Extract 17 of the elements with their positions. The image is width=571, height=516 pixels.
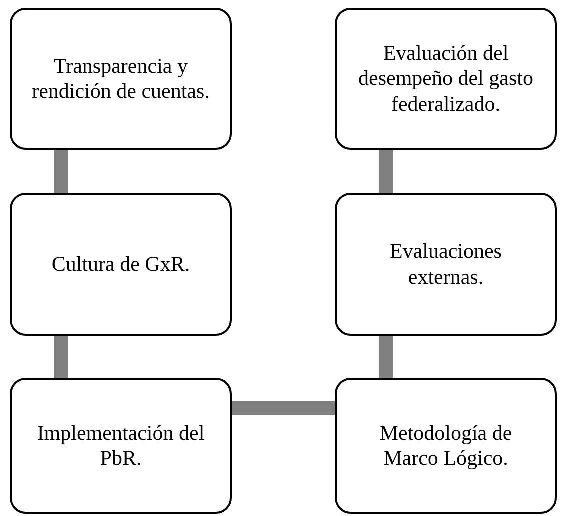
box-text: Transparencia y rendición de cuentas. xyxy=(32,54,210,104)
connector-bar xyxy=(54,150,68,193)
box-text: Evaluación del desempeño del gasto federalizado. xyxy=(358,41,534,117)
process-box xyxy=(10,378,232,514)
box-text: Cultura de GxR. xyxy=(52,252,190,278)
process-box xyxy=(10,8,232,150)
connector-bar xyxy=(379,150,393,193)
process-box xyxy=(335,193,557,336)
connector-bar xyxy=(232,401,335,415)
process-box xyxy=(335,378,557,514)
process-box xyxy=(10,193,232,336)
connector-bar xyxy=(54,336,68,378)
box-text: Implementación del PbR. xyxy=(36,420,206,472)
box-text: Evaluaciones externas. xyxy=(389,239,503,290)
process-box xyxy=(335,8,557,150)
connector-bar xyxy=(379,336,393,378)
box-text: Metodología de Marco Lógico. xyxy=(378,420,514,472)
